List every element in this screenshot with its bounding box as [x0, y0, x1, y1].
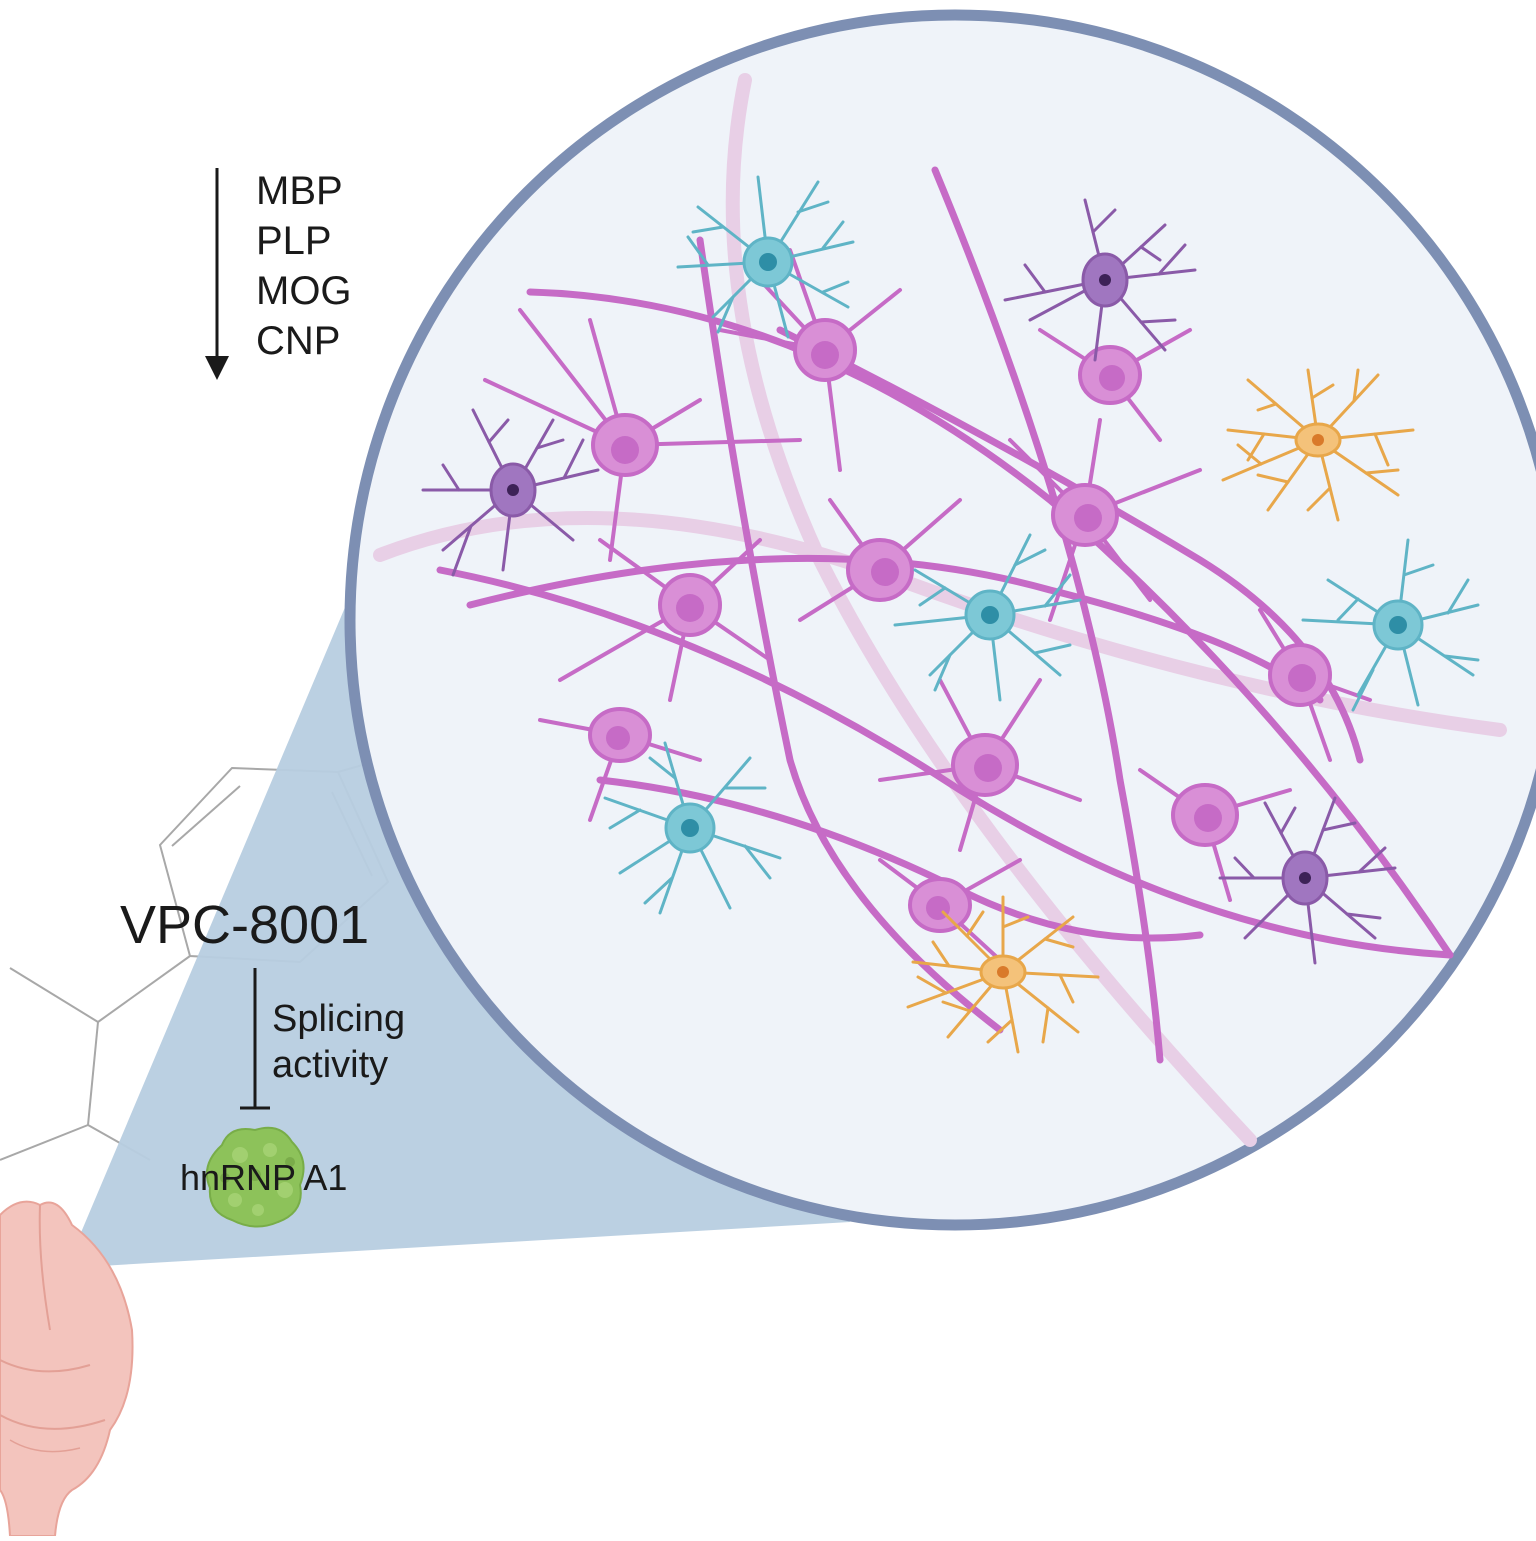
brain-icon [0, 1200, 134, 1537]
neural-network-illustration [373, 73, 1507, 1147]
inhibition-label-line2: activity [272, 1044, 389, 1086]
gene-label: CNP [256, 319, 341, 363]
inhibition-bar-icon [240, 968, 270, 1110]
inhibition-label-line1: Splicing [272, 998, 406, 1040]
drug-label: VPC-8001 [120, 895, 370, 955]
target-protein-label: hnRNP A1 [180, 1157, 348, 1198]
protein-blob-icon [206, 1126, 305, 1228]
gene-list: MBP PLP MOG CNP [256, 166, 352, 366]
gene-label: PLP [256, 219, 332, 263]
gene-label: MOG [256, 269, 352, 313]
gene-label: MBP [256, 169, 343, 213]
inhibition-label: Splicing activity [272, 996, 405, 1088]
down-arrow-icon [205, 168, 229, 380]
